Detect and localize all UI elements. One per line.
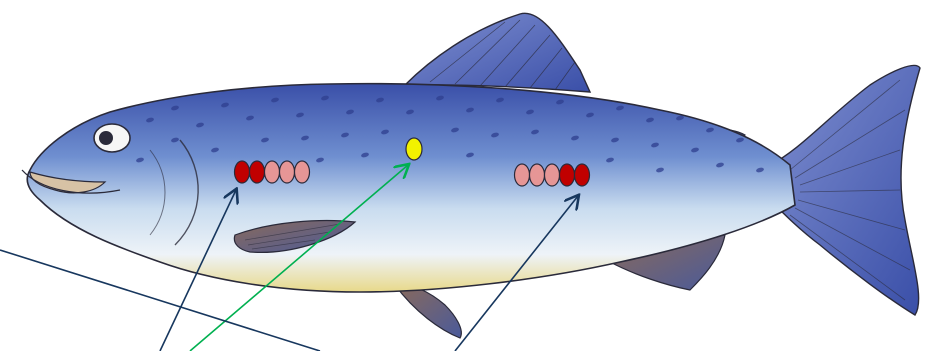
marker-dot-dark	[235, 161, 250, 183]
marker-group-rear	[515, 164, 590, 186]
marker-group-front	[235, 161, 310, 183]
pupil	[99, 131, 113, 145]
marker-dot-light	[515, 164, 530, 186]
marker-dot-dark	[575, 164, 590, 186]
marker-dot-light	[530, 164, 545, 186]
marker-dot-light	[545, 164, 560, 186]
marker-dot-light	[280, 161, 295, 183]
marker-dot-dark	[250, 161, 265, 183]
marker-dot-light	[265, 161, 280, 183]
marker-dot-dark	[560, 164, 575, 186]
marker-dot-light	[295, 161, 310, 183]
pelvic-fin	[395, 284, 461, 338]
yellow-marker-dot	[406, 138, 422, 160]
